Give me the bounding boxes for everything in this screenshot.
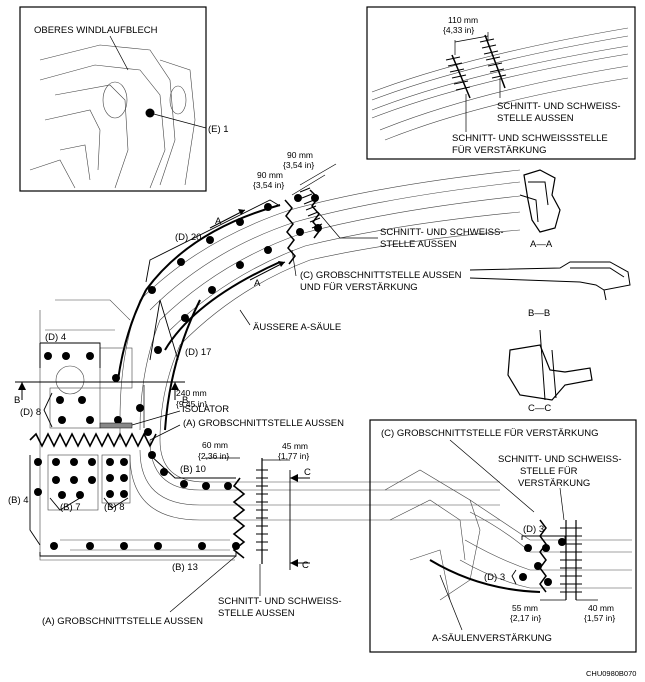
reinf-inset-title: (C) GROBSCHNITTSTELLE FÜR VERSTÄRKUNG bbox=[381, 428, 598, 439]
dim-110-mm: 110 mm bbox=[448, 15, 478, 25]
upper-cowl-label: OBERES WINDLAUFBLECH bbox=[34, 25, 158, 36]
dim-60-in: {2,36 in} bbox=[198, 451, 229, 461]
reinf-weld-line2: STELLE FÜR bbox=[520, 466, 578, 477]
weld-outer-main-line1: SCHNITT- UND SCHWEISS- bbox=[380, 227, 504, 238]
callout-b8: (B) 8 bbox=[104, 502, 125, 513]
callout-b10: (B) 10 bbox=[180, 464, 206, 475]
section-a-label-bottom: A bbox=[254, 278, 261, 289]
section-a-label-top: A bbox=[215, 216, 222, 227]
dim-90-in-b: {3,54 in} bbox=[253, 180, 284, 190]
dim-110-in: {4,33 in} bbox=[443, 25, 474, 35]
callout-b4: (B) 4 bbox=[8, 495, 29, 506]
reinf-weld-line1: SCHNITT- UND SCHWEISS- bbox=[498, 454, 622, 465]
dim-90-mm-b: 90 mm bbox=[257, 170, 283, 180]
callout-d8: (D) 8 bbox=[20, 407, 41, 418]
weld-reinf-note-line2: FÜR VERSTÄRKUNG bbox=[452, 145, 546, 156]
section-c-label-bottom: C bbox=[302, 560, 309, 571]
dim-240-mm: 240 mm bbox=[176, 388, 207, 398]
reinf-callout-d3-bottom: (D) 3 bbox=[484, 572, 505, 583]
dim-240-in: {9,45 in} bbox=[176, 399, 207, 409]
section-b-label-left: B bbox=[14, 395, 20, 406]
dim-55-in: {2,17 in} bbox=[510, 613, 541, 623]
dim-45-in: {1,77 in} bbox=[278, 451, 309, 461]
callout-b7: (B) 7 bbox=[60, 502, 81, 513]
dim-60-mm: 60 mm bbox=[202, 440, 228, 450]
dim-45-mm: 45 mm bbox=[282, 441, 308, 451]
inset-cut-detail: 110 mm {4,33 in} SCHNITT- UND SCHWEISS- … bbox=[366, 6, 636, 160]
reinf-callout-d3-top: (D) 3 bbox=[523, 524, 544, 535]
inset-reinforcement: (C) GROBSCHNITTSTELLE FÜR VERSTÄRKUNG SC… bbox=[369, 419, 637, 653]
outer-a-pillar-label: ÄUSSERE A-SÄULE bbox=[253, 322, 341, 333]
rough-a-outer-top: (A) GROBSCHNITTSTELLE AUSSEN bbox=[183, 418, 344, 429]
rough-cut-line2: UND FÜR VERSTÄRKUNG bbox=[300, 282, 418, 293]
dim-90-in-a: {3,54 in} bbox=[283, 160, 314, 170]
dim-55-mm: 55 mm bbox=[512, 603, 538, 613]
bottom-weld-line1: SCHNITT- UND SCHWEISS- bbox=[218, 596, 342, 607]
reinforcement-label: A-SÄULENVERSTÄRKUNG bbox=[432, 633, 552, 644]
weld-reinf-note-line1: SCHNITT- UND SCHWEISSSTELLE bbox=[452, 133, 608, 144]
section-views: A—A B—B C—C bbox=[469, 169, 631, 414]
bottom-rough-label: (A) GROBSCHNITTSTELLE AUSSEN bbox=[42, 616, 203, 627]
callout-d4: (D) 4 bbox=[45, 332, 66, 343]
section-aa-label: A—A bbox=[530, 239, 553, 250]
section-cc-label: C—C bbox=[528, 403, 551, 414]
weld-outer-note-line2: STELLE AUSSEN bbox=[497, 113, 574, 124]
section-c-label-top: C bbox=[304, 467, 311, 478]
isolator-label: ISOLATOR bbox=[182, 404, 229, 415]
section-b-label-right: B bbox=[182, 395, 188, 406]
dim-90-mm-a: 90 mm bbox=[287, 150, 313, 160]
dim-40-mm: 40 mm bbox=[588, 603, 614, 613]
inset-upper-cowl: OBERES WINDLAUFBLECH (E) 1 bbox=[19, 6, 229, 192]
figure-code: CHU0980B070 bbox=[586, 669, 636, 678]
callout-b13: (B) 13 bbox=[172, 562, 198, 573]
weld-outer-main-line2: STELLE AUSSEN bbox=[380, 239, 457, 250]
callout-d17: (D) 17 bbox=[185, 347, 211, 358]
weld-outer-note-line1: SCHNITT- UND SCHWEISS- bbox=[497, 101, 621, 112]
rough-cut-line1: (C) GROBSCHNITTSTELLE AUSSEN bbox=[300, 270, 462, 281]
bottom-weld-line2: STELLE AUSSEN bbox=[218, 608, 295, 619]
callout-d20: (D) 20 bbox=[175, 232, 201, 243]
dim-40-in: {1,57 in} bbox=[584, 613, 615, 623]
callout-e1: (E) 1 bbox=[208, 124, 229, 135]
main-a-pillar: 90 mm {3,54 in} 90 mm {3,54 in} A A (D) … bbox=[8, 150, 521, 627]
reinf-weld-line3: VERSTÄRKUNG bbox=[518, 478, 590, 489]
weld-spots-d20 bbox=[148, 194, 322, 354]
section-bb-label: B—B bbox=[528, 308, 550, 319]
